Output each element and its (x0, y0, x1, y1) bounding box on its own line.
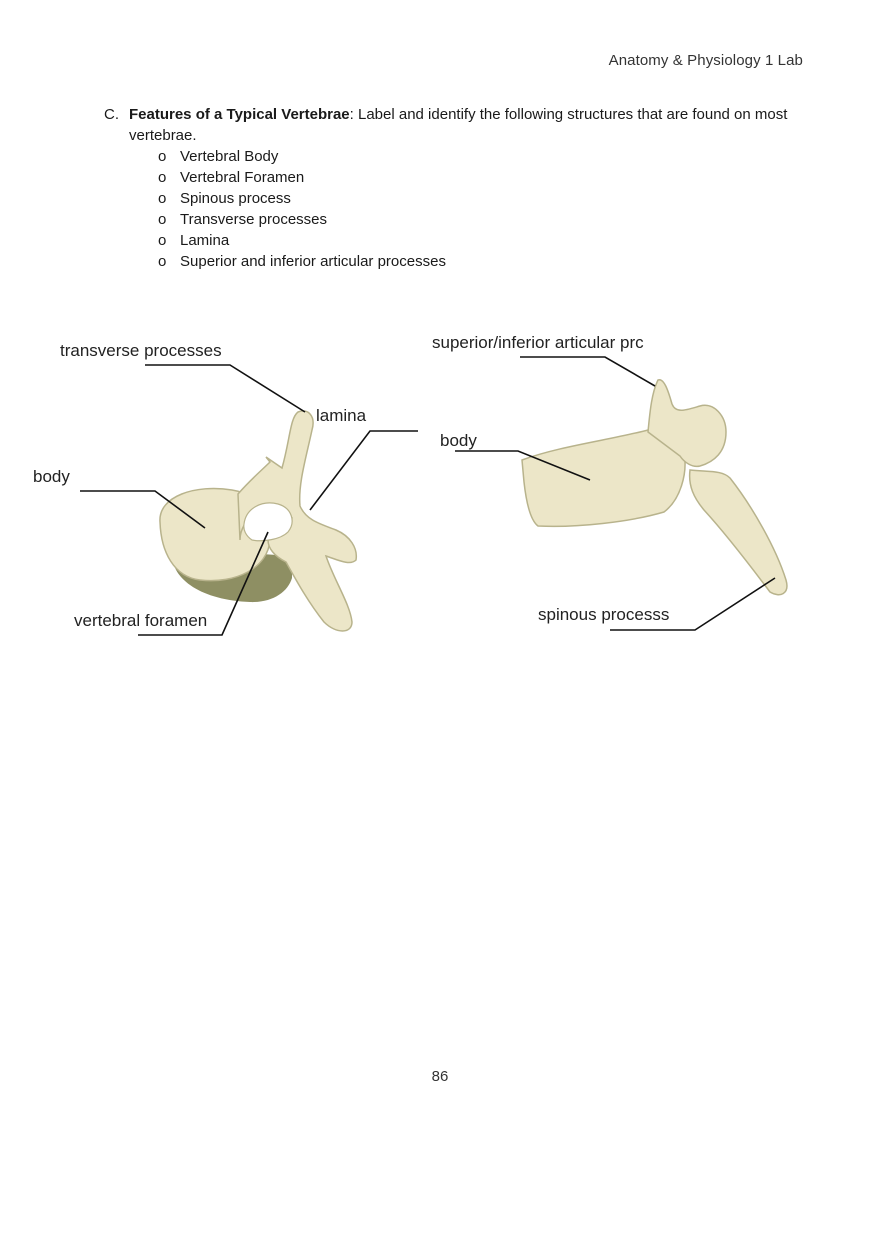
right-leader-lines (455, 356, 776, 631)
bullet-icon: o (158, 232, 167, 249)
label-articular-processes: superior/inferior articular prc (432, 333, 644, 352)
running-header: Anatomy & Physiology 1 Lab (608, 52, 803, 69)
bullet-icon: o (158, 253, 167, 270)
bullet-icon: o (158, 169, 167, 186)
label-spinous-process: spinous processs (538, 605, 670, 624)
section-description: : Label and identify the following struc… (129, 106, 788, 144)
label-transverse-processes: transverse processes (60, 341, 222, 360)
right-vertebra-spinous (688, 469, 788, 596)
leader-left-body (80, 490, 206, 529)
label-right-body: body (440, 431, 477, 450)
section-intro: Features of a Typical Vertebrae: Label a… (129, 104, 804, 146)
bullet-icon: o (158, 190, 167, 207)
leader-transverse (145, 364, 306, 413)
bullet-icon: o (158, 211, 167, 228)
right-vertebra-articular (647, 379, 727, 468)
left-vertebra-body (159, 487, 271, 582)
leader-lamina (309, 430, 418, 511)
left-vertebra-foramen (243, 502, 293, 542)
section-title: Features of a Typical Vertebrae (129, 106, 350, 123)
left-vertebra-body-shadow (171, 548, 292, 603)
label-lamina: lamina (316, 406, 367, 425)
page-number: 86 (431, 1068, 449, 1085)
label-vertebral-foramen: vertebral foramen (74, 611, 208, 630)
left-leader-lines (80, 364, 418, 636)
section-c: C. Features of a Typical Vertebrae: Labe… (104, 104, 804, 272)
left-vertebra-illustration (159, 410, 358, 632)
left-vertebra-arch (237, 410, 358, 632)
leader-articular (520, 356, 656, 387)
leader-right-body (455, 450, 591, 481)
bullet-icon: o (158, 148, 167, 165)
section-marker: C. (104, 106, 119, 123)
right-vertebra-body (521, 428, 686, 528)
label-left-body: body (33, 467, 70, 486)
right-vertebra-illustration (521, 379, 788, 596)
